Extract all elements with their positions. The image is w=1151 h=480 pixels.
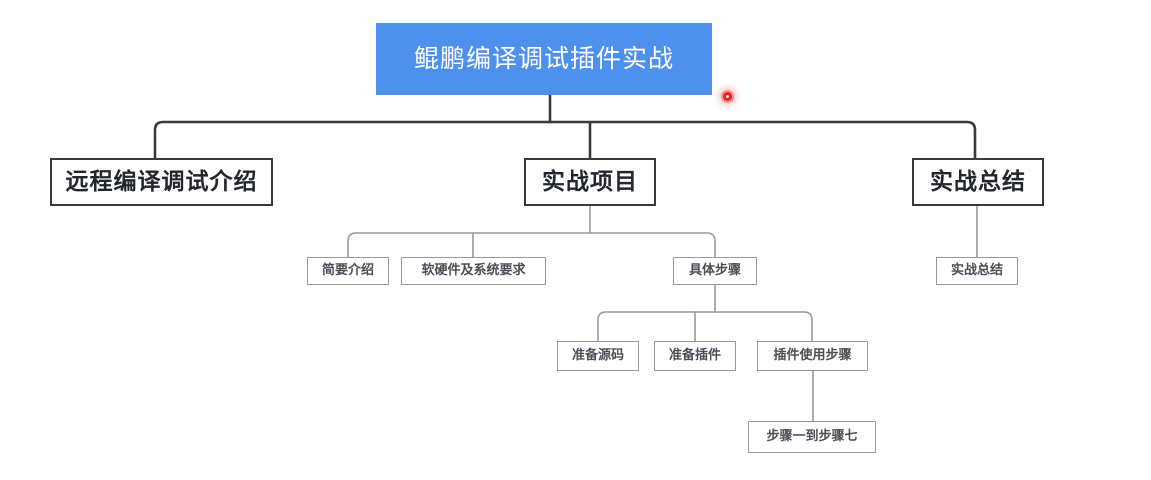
- node-plugin-usage-steps[interactable]: 插件使用步骤: [757, 341, 868, 371]
- node-label: 软硬件及系统要求: [421, 262, 526, 278]
- node-label: 具体步骤: [688, 262, 741, 278]
- node-step-one-to-step-seven[interactable]: 步骤一到步骤七: [748, 421, 876, 453]
- node-practice-summary[interactable]: 实战总结: [912, 158, 1044, 206]
- node-brief-introduction[interactable]: 简要介绍: [307, 257, 389, 285]
- node-root[interactable]: 鲲鹏编译调试插件实战: [376, 23, 712, 95]
- node-hardware-software-requirements[interactable]: 软硬件及系统要求: [401, 257, 546, 285]
- node-summary-leaf[interactable]: 实战总结: [936, 257, 1018, 285]
- node-prepare-source-code[interactable]: 准备源码: [557, 341, 639, 371]
- node-label: 实战项目: [542, 168, 638, 196]
- node-label: 实战总结: [950, 262, 1003, 278]
- node-label: 远程编译调试介绍: [65, 168, 258, 196]
- node-label: 简要介绍: [321, 262, 374, 278]
- node-remote-compile-debug-intro[interactable]: 远程编译调试介绍: [50, 158, 273, 206]
- node-label: 步骤一到步骤七: [766, 428, 858, 444]
- edge-level3-bus: [347, 232, 716, 258]
- edge-level2-bus: [153, 120, 977, 160]
- red-click-marker-icon: [723, 92, 732, 101]
- node-label: 准备源码: [571, 347, 624, 363]
- node-label: 准备插件: [668, 347, 721, 363]
- node-label: 实战总结: [930, 168, 1026, 196]
- node-label: 插件使用步骤: [773, 347, 852, 363]
- node-prepare-plugin[interactable]: 准备插件: [654, 341, 736, 371]
- node-practice-project[interactable]: 实战项目: [524, 158, 656, 206]
- edge-level4-bus: [597, 311, 813, 342]
- node-root-label: 鲲鹏编译调试插件实战: [413, 44, 674, 74]
- node-detailed-steps[interactable]: 具体步骤: [673, 257, 757, 285]
